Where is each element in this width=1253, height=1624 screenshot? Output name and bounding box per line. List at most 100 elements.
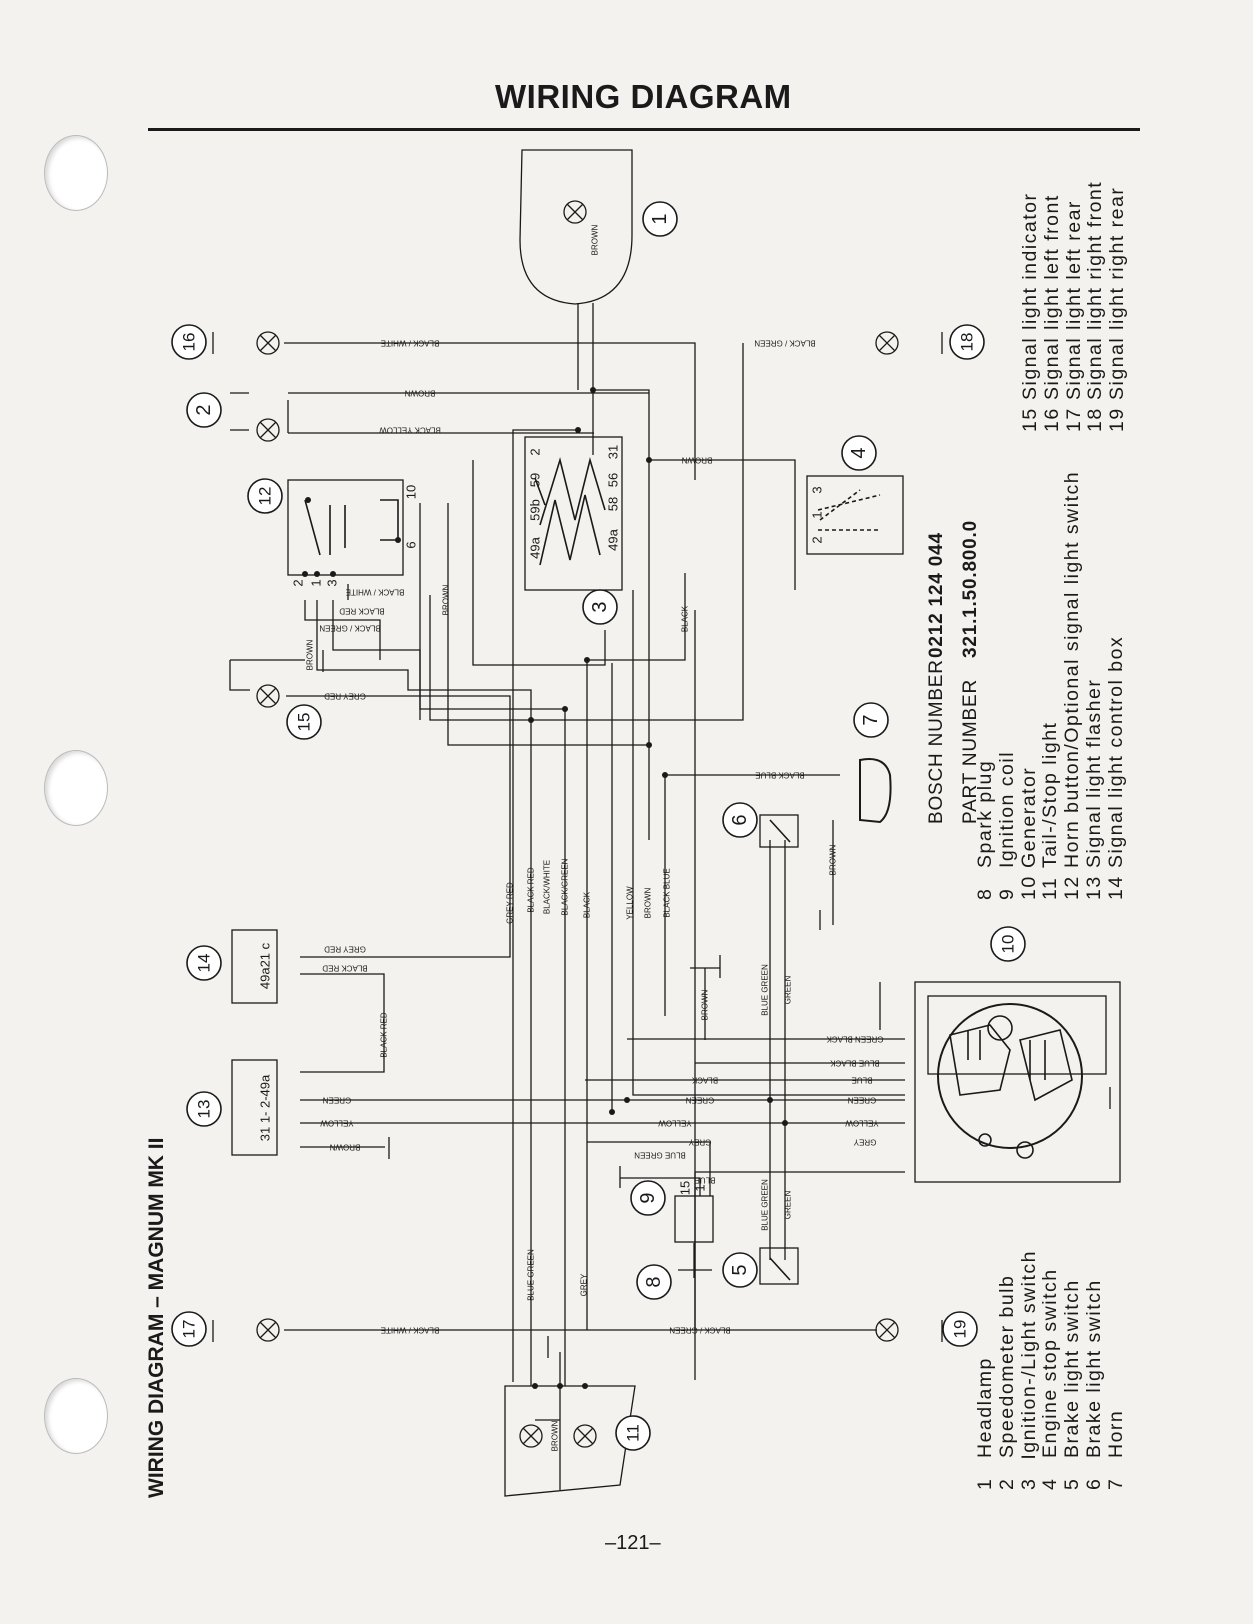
- lamp-15: [256, 684, 280, 708]
- wire-label-black-blue-bus: BLACK BLUE: [663, 868, 672, 917]
- terminal-4-3: 3: [810, 486, 825, 493]
- wire-label-grey-red-bus: GREY RED: [506, 882, 515, 924]
- terminal-12-6: 6: [404, 541, 419, 548]
- terminal-3-59: 59: [528, 473, 543, 487]
- wire-label-brown-11: BROWN: [551, 1420, 560, 1451]
- wire-label-brown-headlamp: BROWN: [591, 224, 600, 255]
- lamp-17: [256, 1318, 280, 1342]
- bosch-label: BOSCH NUMBER: [926, 659, 947, 824]
- num-1: 1: [649, 213, 671, 224]
- box-13: [231, 1059, 278, 1156]
- num-9: 9: [637, 1192, 659, 1203]
- box-14: [231, 929, 278, 1004]
- wire-label-black-green-bus: BLACK/GREEN: [561, 858, 570, 915]
- wire-label-grey-10a: GREY: [688, 1138, 711, 1147]
- wire-label-black-white-17: BLACK / WHITE: [381, 1326, 440, 1335]
- wire-label-green-10b: GREEN: [848, 1096, 877, 1105]
- switch-12-box: [287, 479, 404, 576]
- terminal-4-1: 1: [810, 511, 825, 518]
- wire-label-brown-3: BROWN: [681, 456, 712, 465]
- terminal-3-2: 2: [528, 448, 543, 455]
- lamp-2: [256, 418, 280, 442]
- wire-label-green-10a: GREEN: [686, 1096, 715, 1105]
- wire-label-black-yellow-2: BLACK YELLOW: [379, 426, 441, 435]
- wire-label-grey-red-14: GREY RED: [324, 945, 366, 954]
- wire-label-brown-ground-10: BROWN: [701, 989, 710, 1020]
- terminal-12-3: 3: [325, 579, 340, 586]
- terminal-12-1: 1: [309, 579, 324, 586]
- terminal-3-58: 58: [606, 497, 621, 511]
- wire-label-black-red-bus: BLACK RED: [527, 867, 536, 913]
- switch-5-box: [759, 1247, 799, 1285]
- taillight-housing: [504, 1385, 636, 1497]
- wire-label-black-12: BLACK: [681, 605, 690, 632]
- lamp-11-left: [519, 1424, 543, 1448]
- terminal-13: 31 1- 2-49a: [258, 1074, 273, 1141]
- wire-label-blue-9: BLUE: [695, 1176, 716, 1185]
- wire-label-black-blue-7: BLACK BLUE: [755, 771, 804, 780]
- headlamp-housing: [519, 149, 633, 305]
- num-14: 14: [195, 954, 214, 973]
- wire-label-blue-green-5: BLUE GREEN: [761, 1179, 770, 1231]
- wire-label-black-red-13: BLACK RED: [380, 1012, 389, 1058]
- lamp-19: [875, 1318, 899, 1342]
- lamp-18: [875, 331, 899, 355]
- terminal-3-49a-left: 49a: [528, 536, 543, 558]
- wire-label-green-black-10: GREEN BLACK: [826, 1035, 884, 1044]
- wire-label-black-green-19: BLACK / GREEN: [669, 1326, 731, 1335]
- num-15: 15: [295, 713, 314, 732]
- num-4: 4: [848, 447, 870, 458]
- terminal-12-10: 10: [404, 485, 419, 499]
- terminal-3-56: 56: [606, 473, 621, 487]
- terminal-3-59b: 59b: [528, 499, 543, 521]
- wire-label-brown-13: BROWN: [329, 1143, 360, 1152]
- num-6: 6: [729, 814, 751, 825]
- switch-4-box: [806, 475, 904, 555]
- wire-label-yellow-10a: YELLOW: [658, 1119, 692, 1128]
- wire-label-yellow-13: YELLOW: [320, 1119, 354, 1128]
- terminal-9-1: 1: [693, 1184, 708, 1191]
- terminal-9-15: 15: [678, 1181, 693, 1195]
- wire-label-blue-green-6: BLUE GREEN: [761, 964, 770, 1016]
- num-17: 17: [180, 1320, 199, 1339]
- terminal-12-2: 2: [291, 579, 306, 586]
- part-label: PART NUMBER: [960, 679, 981, 824]
- wire-label-black-white-12: BLACK / WHITE: [346, 588, 405, 597]
- wire-label-blue-10: BLUE: [852, 1076, 873, 1085]
- generator-outer-box: [914, 981, 1121, 1183]
- switch-6-box: [759, 814, 799, 848]
- wire-label-brown-ground-15: BROWN: [306, 639, 315, 670]
- lamp-11-right: [573, 1424, 597, 1448]
- binder-hole-bottom: [44, 1378, 108, 1454]
- switch-3-box: [524, 436, 623, 591]
- wire-label-brown-7: BROWN: [829, 844, 838, 875]
- terminal-3-49a-right: 49a: [606, 528, 621, 550]
- page-number: –121–: [605, 1532, 661, 1554]
- num-3: 3: [589, 601, 611, 612]
- coil-9-box: [674, 1195, 714, 1243]
- num-10: 10: [999, 935, 1018, 954]
- wire-label-black-green-18: BLACK / GREEN: [754, 339, 816, 348]
- wire-label-grey-red-15: GREY RED: [324, 692, 366, 701]
- num-7: 7: [860, 714, 882, 725]
- page-title: WIRING DIAGRAM: [495, 78, 792, 115]
- wire-label-blue-black-10: BLUE BLACK: [830, 1059, 880, 1068]
